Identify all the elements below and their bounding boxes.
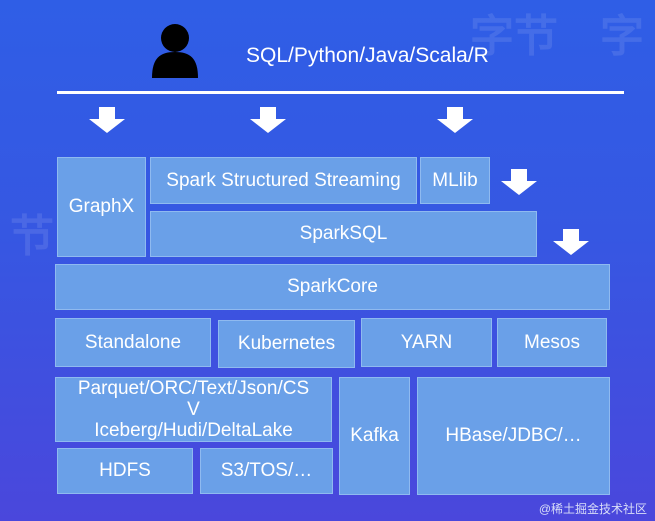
graphx-box: GraphX (57, 157, 146, 257)
hdfs-label: HDFS (99, 460, 151, 481)
yarn-label: YARN (400, 331, 453, 353)
formats-line-1: Parquet/ORC/Text/Json/CS (77, 378, 310, 399)
sparkcore-box: SparkCore (55, 264, 610, 310)
hbase-box: HBase/JDBC/… (417, 377, 610, 495)
formats-line-3: Iceberg/Hudi/DeltaLake (94, 420, 293, 441)
sparkcore-label: SparkCore (287, 276, 378, 297)
kubernetes-box: Kubernetes (218, 320, 355, 368)
mesos-box: Mesos (497, 318, 607, 367)
mllib-box: MLlib (420, 157, 490, 204)
sparksql-label: SparkSQL (299, 223, 388, 244)
standalone-label: Standalone (84, 331, 182, 353)
yarn-box: YARN (361, 318, 492, 367)
background-watermark-glyph: 字节 (470, 12, 558, 61)
hdfs-box: HDFS (57, 448, 193, 494)
down-arrow-icon (501, 169, 537, 195)
s3-label: S3/TOS/… (220, 460, 313, 481)
file-formats-box: Parquet/ORC/Text/Json/CS V Iceberg/Hudi/… (55, 377, 332, 442)
mesos-label: Mesos (524, 331, 580, 353)
kafka-box: Kafka (339, 377, 410, 495)
down-arrow-icon (89, 107, 125, 133)
languages-label: SQL/Python/Java/Scala/R (246, 44, 489, 67)
formats-line-2: V (187, 399, 200, 420)
header-divider (57, 91, 624, 94)
down-arrow-icon (553, 229, 589, 255)
s3-box: S3/TOS/… (200, 448, 333, 494)
background-watermark-glyph: 字 (600, 12, 644, 61)
kubernetes-label: Kubernetes (237, 333, 336, 354)
streaming-box: Spark Structured Streaming (150, 157, 417, 204)
down-arrow-icon (437, 107, 473, 133)
down-arrow-icon (250, 107, 286, 133)
user-icon (150, 22, 200, 78)
streaming-label: Spark Structured Streaming (166, 169, 401, 191)
graphx-label: GraphX (68, 196, 135, 217)
site-watermark: @稀土掘金技术社区 (538, 502, 647, 516)
kafka-label: Kafka (350, 425, 399, 446)
standalone-box: Standalone (55, 318, 211, 367)
hbase-label: HBase/JDBC/… (445, 425, 582, 446)
background-watermark-glyph: 节 (10, 212, 54, 261)
mllib-label: MLlib (432, 169, 478, 191)
sparksql-box: SparkSQL (150, 211, 537, 257)
